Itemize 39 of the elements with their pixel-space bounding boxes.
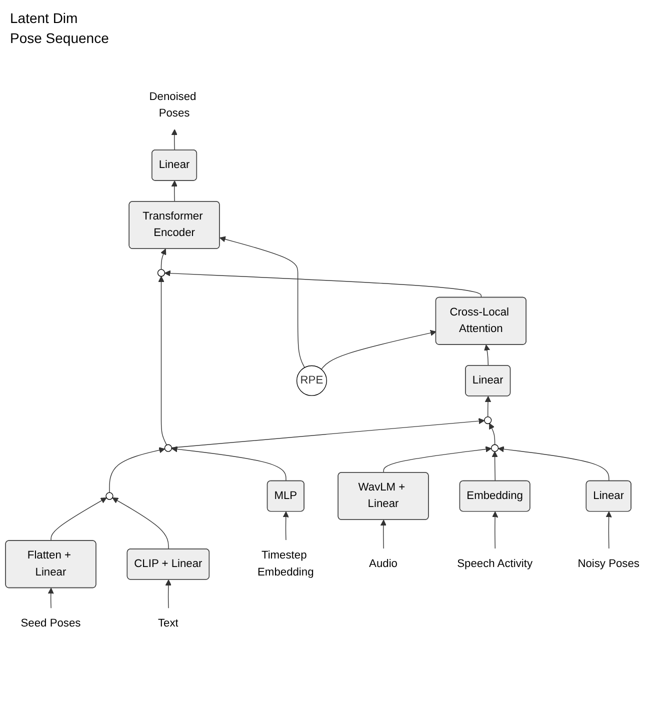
- arrow: [321, 330, 436, 370]
- node-text: Seed Poses: [20, 618, 81, 630]
- arrow: [50, 498, 107, 542]
- arrow: [492, 451, 498, 482]
- arrow: [158, 276, 167, 446]
- arrow: [165, 580, 172, 610]
- arrow: [489, 423, 496, 445]
- node-text: Text: [158, 618, 178, 630]
- arrow: [498, 446, 610, 482]
- arrow: [109, 447, 166, 493]
- node-circle: [484, 416, 492, 424]
- arrow: [171, 180, 178, 202]
- node-text: Audio: [369, 558, 398, 570]
- arrow: [164, 270, 482, 298]
- axis-label: Pose Sequence: [10, 30, 109, 46]
- arrow: [171, 446, 286, 482]
- arrow: [484, 344, 490, 366]
- arrow: [48, 588, 54, 610]
- node-circle: [164, 444, 172, 452]
- arrow: [220, 236, 305, 368]
- arrow: [112, 498, 169, 550]
- arrow: [492, 511, 498, 550]
- arrow: [171, 418, 485, 448]
- node-text: Speech Activity: [457, 558, 533, 570]
- arrow: [160, 248, 166, 270]
- node-text: Denoised Poses: [149, 90, 196, 120]
- arrow: [282, 511, 289, 542]
- arrow: [383, 446, 492, 474]
- arrow: [484, 396, 492, 418]
- node-circle: [157, 269, 166, 277]
- axis-label: Latent Dim: [10, 10, 79, 26]
- node-text: Timestep Embedding: [258, 550, 314, 578]
- node-circle: [106, 492, 114, 500]
- arrow: [606, 511, 612, 550]
- node-text: Noisy Poses: [578, 558, 640, 570]
- arrow: [171, 129, 178, 151]
- node-circle: [490, 444, 499, 452]
- arrow: [380, 520, 386, 550]
- node-circle: RPE: [296, 365, 327, 396]
